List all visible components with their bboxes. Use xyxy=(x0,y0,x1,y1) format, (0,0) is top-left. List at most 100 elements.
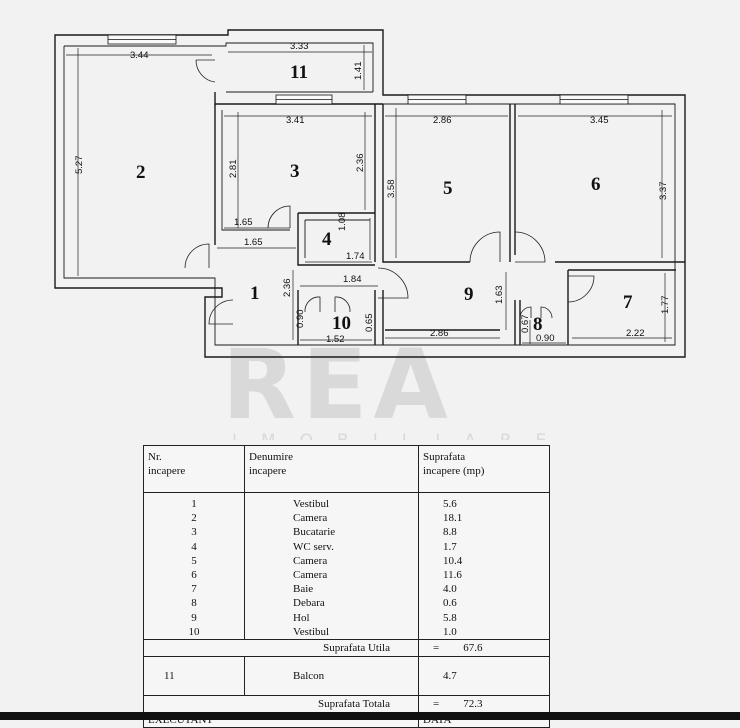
room-nr: 4 xyxy=(143,539,245,554)
room-area: 4.0 xyxy=(418,582,550,597)
header-area: Suprafata incapere (mp) xyxy=(418,445,550,493)
room-numbers: 1 2 3 4 5 6 7 8 9 10 11 xyxy=(136,62,633,335)
dim-label: 1.08 xyxy=(337,213,348,232)
room-area: 1.0 xyxy=(418,624,550,640)
room-number: 10 xyxy=(332,313,351,334)
room-number: 1 xyxy=(250,283,260,304)
balcony-row: 11 Balcon 4.7 xyxy=(143,655,550,696)
room-number: 6 xyxy=(591,174,601,195)
total-area-value: 72.3 xyxy=(463,697,483,710)
room-name: Vestibul xyxy=(244,624,419,640)
header-nr: Nr. incapere xyxy=(143,445,245,493)
dim-label: 3.33 xyxy=(290,41,309,52)
dim-label: 1.52 xyxy=(326,334,345,345)
door xyxy=(519,306,553,319)
room-name: Hol xyxy=(244,610,419,625)
total-area-label: Suprafata Totala xyxy=(143,694,419,713)
window xyxy=(407,94,467,105)
room-name: Bucatarie xyxy=(244,525,419,540)
room-number: 4 xyxy=(322,229,332,250)
door xyxy=(208,299,234,325)
dim-label: 1.84 xyxy=(343,274,362,285)
dimension-labels: 3.44 5.27 3.33 1.41 3.41 2.81 2.36 1.65 … xyxy=(74,41,671,345)
door xyxy=(195,59,216,83)
room-number: 5 xyxy=(443,178,453,199)
room-name: Debara xyxy=(244,596,419,611)
header-nr-line2: incapere xyxy=(148,465,186,477)
total-area-value-cell: = 72.3 xyxy=(418,694,550,713)
room-nr: 10 xyxy=(143,624,245,640)
dim-label: 0.65 xyxy=(364,314,375,333)
doors xyxy=(184,59,595,325)
door xyxy=(377,267,409,299)
dim-label: 1.74 xyxy=(346,251,365,262)
equals-sign: = xyxy=(433,641,440,654)
room-number: 11 xyxy=(290,62,308,83)
door xyxy=(567,275,595,303)
dim-label: 5.27 xyxy=(74,156,85,175)
room-area: 8.8 xyxy=(418,525,550,540)
window xyxy=(275,94,333,105)
bottom-bar xyxy=(0,712,740,720)
room-number: 9 xyxy=(464,284,474,305)
dim-label: 2.36 xyxy=(282,279,293,298)
dim-label: 3.58 xyxy=(386,180,397,199)
equals-sign: = xyxy=(433,697,440,710)
dim-label: 3.44 xyxy=(130,50,149,61)
room-name: Camera xyxy=(244,511,419,526)
watermark: REA IMOBILIARE xyxy=(222,329,570,440)
room-nr: 3 xyxy=(143,525,245,540)
room-area: 5.8 xyxy=(418,610,550,625)
room-name: WC serv. xyxy=(244,539,419,554)
table-header-row: Nr. incapere Denumire incapere Suprafata… xyxy=(143,445,550,493)
door xyxy=(184,243,210,269)
room-area: 18.1 xyxy=(418,511,550,526)
room-name: Baie xyxy=(244,582,419,597)
door xyxy=(304,296,351,313)
dim-label: 2.22 xyxy=(626,328,645,339)
interior-walls xyxy=(214,91,685,345)
balcony-name: Balcon xyxy=(244,655,419,696)
dim-label: 3.41 xyxy=(286,115,305,126)
floor-plan: REA IMOBILIARE xyxy=(54,29,686,440)
window xyxy=(559,94,629,105)
room-name: Vestibul xyxy=(244,492,419,512)
dim-label: 2.36 xyxy=(355,154,366,173)
total-area-row: Suprafata Totala = 72.3 xyxy=(143,694,550,713)
dim-label: 1.77 xyxy=(660,296,671,315)
dim-label: 2.81 xyxy=(228,160,239,179)
header-area-line2: incapere (mp) xyxy=(423,465,485,477)
window xyxy=(107,34,177,45)
dim-label: 1.41 xyxy=(353,62,364,81)
header-nr-line1: Nr. xyxy=(148,451,162,463)
room-area: 10.4 xyxy=(418,553,550,568)
watermark-sub: IMOBILIARE xyxy=(232,431,570,440)
dim-label: 3.45 xyxy=(590,115,609,126)
door xyxy=(514,231,546,263)
room-number: 3 xyxy=(290,161,300,182)
balcony-area: 4.7 xyxy=(418,655,550,696)
room-area: 5.6 xyxy=(418,492,550,512)
room-area-table: Nr. incapere Denumire incapere Suprafata… xyxy=(143,445,550,728)
room-nr: 7 xyxy=(143,582,245,597)
header-name-line2: incapere xyxy=(249,465,287,477)
door xyxy=(469,231,501,263)
dim-label: 0.90 xyxy=(295,310,306,329)
room-nr: 1 xyxy=(143,492,245,512)
room-name: Camera xyxy=(244,553,419,568)
header-name: Denumire incapere xyxy=(244,445,419,493)
usable-area-value: 67.6 xyxy=(463,641,483,654)
dim-label: 0.90 xyxy=(536,333,555,344)
watermark-brand: REA xyxy=(222,329,454,440)
usable-area-value-cell: = 67.6 xyxy=(418,638,550,657)
